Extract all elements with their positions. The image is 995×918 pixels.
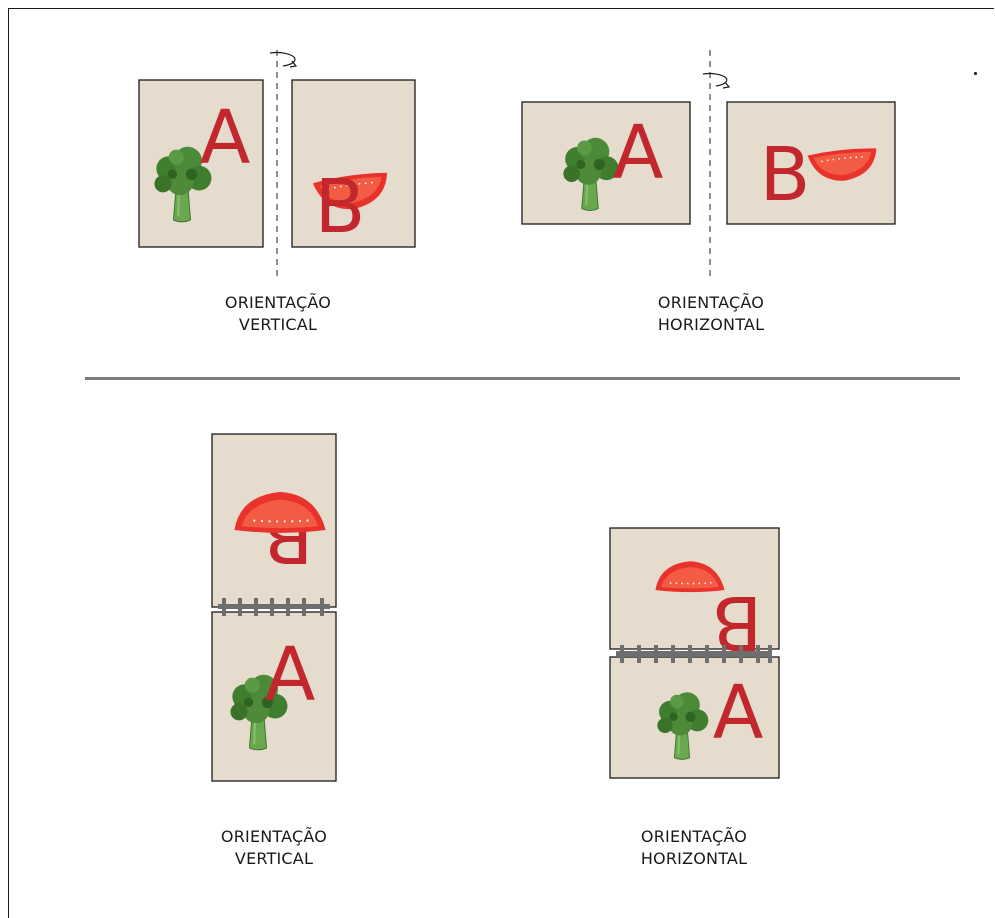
caption-top-left: ORIENTAÇÃO VERTICAL xyxy=(178,292,378,336)
rotate-arrow-top-right xyxy=(702,72,731,89)
spiral-binding-bottom-left xyxy=(218,598,330,616)
caption-top-left-line2: VERTICAL xyxy=(238,315,318,334)
top-right-page-a: A xyxy=(521,101,691,225)
letter-b-bottom-right: B xyxy=(712,579,763,665)
caption-bottom-left-line1: ORIENTAÇÃO xyxy=(220,827,328,846)
letter-a-bottom-right: A xyxy=(713,670,764,756)
rotate-arrow-top-left xyxy=(269,51,298,68)
caption-bottom-left: ORIENTAÇÃO VERTICAL xyxy=(174,826,374,870)
bottom-left-page-b: B xyxy=(211,433,337,608)
letter-a-top-left: A xyxy=(200,95,251,181)
caption-bottom-right-line2: HORIZONTAL xyxy=(640,849,748,868)
caption-top-left-line1: ORIENTAÇÃO xyxy=(224,293,332,312)
caption-bottom-right: ORIENTAÇÃO HORIZONTAL xyxy=(594,826,794,870)
bottom-right-page-b: B xyxy=(609,527,780,665)
caption-top-right: ORIENTAÇÃO HORIZONTAL xyxy=(611,292,811,336)
caption-bottom-left-line2: VERTICAL xyxy=(234,849,314,868)
figure-frame xyxy=(8,8,994,918)
spiral-binding-bottom-right xyxy=(616,645,772,663)
letter-b-top-left: B xyxy=(315,164,366,250)
top-left-page-b: B xyxy=(291,79,416,250)
section-divider xyxy=(85,377,960,380)
letter-a-bottom-left: A xyxy=(265,632,316,718)
bottom-right-page-a: A xyxy=(609,656,780,779)
bottom-left-page-a: A xyxy=(211,611,337,782)
top-left-page-a: A xyxy=(138,79,264,248)
caption-top-right-line2: HORIZONTAL xyxy=(657,315,765,334)
stray-dot xyxy=(974,72,977,75)
top-right-page-b: B xyxy=(726,101,896,225)
caption-bottom-right-line1: ORIENTAÇÃO xyxy=(640,827,748,846)
letter-b-top-right: B xyxy=(760,132,811,218)
letter-a-top-right: A xyxy=(613,110,664,196)
caption-top-right-line1: ORIENTAÇÃO xyxy=(657,293,765,312)
